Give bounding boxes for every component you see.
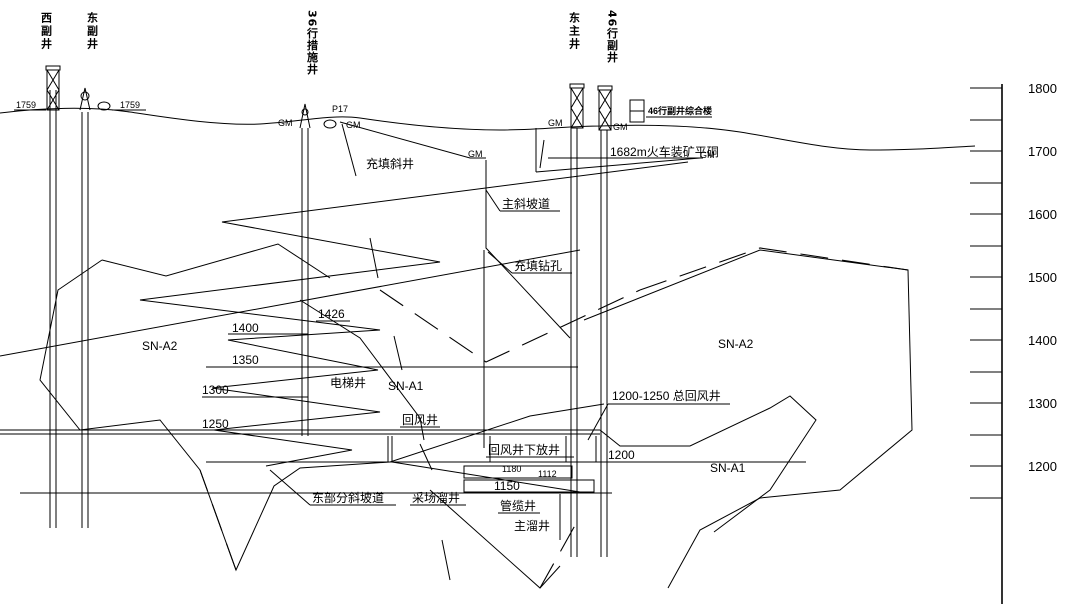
shaft-label-west-aux: 西副井 (40, 12, 53, 51)
boundary-dashed-mid (379, 289, 641, 363)
ore-bin-2 (463, 479, 595, 493)
fill-incline-shaft-line (341, 123, 357, 177)
scale-label-1800: 1800 (1028, 81, 1057, 96)
scale-label-1400: 1400 (1028, 333, 1057, 348)
headframe-west (45, 65, 61, 111)
gm-marker-incline: GM (468, 149, 483, 159)
drift-1250 (0, 429, 600, 435)
ore-bin-1 (463, 465, 573, 479)
shaft-label-36: 36行措施井 (306, 10, 320, 75)
level-1150: 1150 (494, 479, 520, 493)
surface-incline (339, 121, 486, 159)
gm-marker-36: GM (278, 118, 293, 128)
elev-1759-right: 1759 (120, 100, 140, 110)
label-cable-shaft: 管缆井 (500, 498, 536, 513)
label-fill-incline: 充填斜井 (366, 156, 414, 171)
label-p17: P17 (332, 104, 348, 114)
shaft-west-aux (49, 90, 57, 528)
label-main-orepass: 主溜井 (514, 518, 550, 533)
ground-surface (0, 107, 976, 151)
pit-edge (535, 128, 545, 172)
scale-label-1300: 1300 (1028, 396, 1057, 411)
shaft-36-measure (301, 128, 309, 436)
level-1180: 1180 (502, 464, 521, 474)
scale-label-1500: 1500 (1028, 270, 1057, 285)
headframe-46 (597, 85, 613, 131)
label-adit-1682: 1682m火车装矿平硐 (610, 144, 719, 159)
label-main-ramp: 主斜坡道 (502, 197, 550, 211)
boundary-dashed-left (199, 469, 237, 571)
fill-borehole-line (485, 160, 571, 339)
label-elevator: 电梯井 (330, 376, 366, 390)
orebody-sn-a2-right (583, 249, 913, 589)
decline-short-1 (369, 237, 379, 279)
elev-1759-left: 1759 (16, 100, 36, 110)
gm-marker-adit: GM (700, 150, 715, 160)
scale-label-1700: 1700 (1028, 144, 1057, 159)
label-east-ramp: 东部分斜坡道 (312, 490, 384, 505)
adit-upper (535, 157, 701, 173)
label-return-air-down: 回风井下放井 (488, 442, 560, 457)
shaft-east-main (570, 128, 578, 557)
total-return-air (587, 403, 609, 462)
building-46-complex (629, 99, 645, 123)
return-air-shaft-body (387, 436, 393, 462)
decline-short-3 (419, 443, 433, 471)
level-1350: 1350 (232, 353, 259, 367)
gm-marker-46: GM (613, 122, 628, 132)
long-decline (0, 249, 581, 357)
shaft-46-aux (600, 130, 608, 557)
orebody-sn-a1-mid (299, 299, 425, 441)
shaft-east-aux (81, 112, 89, 528)
orebody-sn-a1-right (599, 395, 817, 533)
orebody-label-sn-a2-left: SN-A2 (142, 339, 178, 353)
shaft-label-46: 46行副井 (606, 10, 620, 63)
level-1426: 1426 (318, 307, 345, 321)
orebody-label-sn-a1-mid: SN-A1 (388, 379, 424, 393)
orebody-upper-left (101, 243, 331, 279)
label-total-return: 1200-1250 总回风井 (612, 389, 721, 403)
decline-short-4 (441, 539, 451, 581)
shaft-label-east-main: 东主井 (568, 11, 581, 51)
scale-label-1200: 1200 (1028, 459, 1057, 474)
scale-label-1600: 1600 (1028, 207, 1057, 222)
orebody-label-sn-a1-lower: SN-A1 (710, 461, 746, 475)
headframe-east-main (569, 83, 585, 129)
decline-short-2 (393, 335, 403, 371)
orebody-label-sn-a2-right: SN-A2 (718, 337, 754, 351)
level-1200: 1200 (608, 448, 635, 462)
return-air-down-shaft (489, 436, 567, 462)
level-1112: 1112 (538, 469, 557, 479)
building-label: 46行副井综合楼 (648, 105, 712, 116)
label-return-air: 回风井 (402, 413, 438, 427)
main-ramp (139, 161, 689, 467)
headframe-east-aux (79, 87, 111, 111)
label-fill-borehole: 充填钻孔 (514, 258, 562, 273)
level-1300: 1300 (202, 383, 229, 397)
gm-marker-main: GM (548, 118, 563, 128)
headframe-36 (299, 103, 337, 129)
level-1250: 1250 (202, 417, 229, 431)
boundary-dashed-right (639, 247, 909, 291)
shaft-label-east-aux: 东副井 (86, 11, 99, 51)
label-stope-orepass: 采场溜井 (412, 490, 460, 505)
gm-marker-p17: GM (346, 120, 361, 130)
scale-ticks (970, 87, 1002, 499)
boundary-dashed-lower (539, 519, 579, 589)
crusher-link (391, 461, 581, 493)
level-1400: 1400 (232, 321, 259, 335)
